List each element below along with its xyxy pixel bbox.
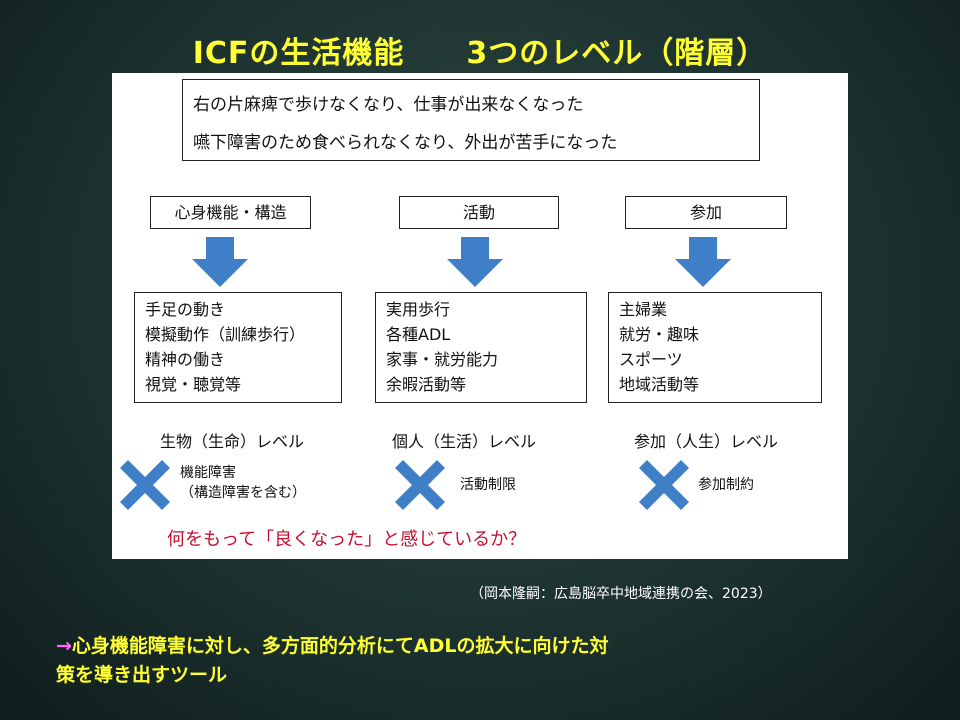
cross-mark-icon — [639, 460, 689, 510]
category-activity: 活動 — [399, 196, 559, 229]
list-item: 実用歩行 — [386, 300, 451, 319]
list-item: 手足の動き — [145, 300, 226, 319]
list-item: 余暇活動等 — [386, 375, 467, 394]
problem-label-participation-restriction: 参加制約 — [698, 477, 754, 493]
list-item: 地域活動等 — [619, 375, 700, 394]
list-item: 家事・就労能力 — [386, 350, 499, 369]
down-arrow-icon — [447, 237, 503, 287]
list-item: 就労・趣味 — [619, 325, 700, 344]
key-question: 何をもって「良くなった」と感じているか？ — [167, 529, 527, 550]
list-body-functions: 手足の動き 模擬動作（訓練歩行） 精神の働き 視覚・聴覚等 — [134, 292, 342, 403]
list-item: 主婦業 — [619, 300, 668, 319]
arrow-right-icon: → — [56, 635, 72, 657]
down-arrow-icon — [192, 237, 248, 287]
list-item: 模擬動作（訓練歩行） — [145, 325, 306, 344]
list-participation: 主婦業 就労・趣味 スポーツ 地域活動等 — [608, 292, 822, 403]
conclusion-line-1: 心身機能障害に対し、多方面的分析にてADLの拡大に向けた対 — [71, 635, 609, 657]
case-summary-line-2: 嚥下障害のため食べられなくなり、外出が苦手になった — [193, 133, 618, 153]
list-item: 各種ADL — [386, 325, 451, 344]
source-citation: （岡本隆嗣：広島脳卒中地域連携の会、2023） — [470, 586, 772, 602]
icf-diagram-panel: 右の片麻痺で歩けなくなり、仕事が出来なくなった 嚥下障害のため食べられなくなり、… — [112, 73, 848, 559]
case-summary-line-1: 右の片麻痺で歩けなくなり、仕事が出来なくなった — [193, 95, 584, 115]
level-label-participation: 参加（人生）レベル — [634, 432, 779, 451]
list-item: 精神の働き — [145, 350, 226, 369]
level-label-individual: 個人（生活）レベル — [392, 432, 537, 451]
problem-label-impairment: 機能障害 （構造障害を含む） — [180, 465, 306, 501]
category-body-functions: 心身機能・構造 — [150, 196, 311, 229]
category-participation: 参加 — [625, 196, 787, 229]
list-item: 視覚・聴覚等 — [145, 375, 242, 394]
cross-mark-icon — [120, 460, 170, 510]
level-label-biological: 生物（生命）レベル — [160, 432, 305, 451]
conclusion-line-2: 策を導き出すツール — [56, 664, 228, 686]
list-activity: 実用歩行 各種ADL 家事・就労能力 余暇活動等 — [375, 292, 587, 403]
problem-label-activity-limitation: 活動制限 — [460, 477, 516, 493]
slide-title: ICFの生活機能 3つのレベル（階層） — [192, 36, 768, 71]
conclusion-text: →心身機能障害に対し、多方面的分析にてADLの拡大に向けた対 策を導き出すツール — [56, 632, 609, 690]
cross-mark-icon — [395, 460, 445, 510]
down-arrow-icon — [675, 237, 731, 287]
list-item: スポーツ — [619, 350, 683, 369]
case-summary-box: 右の片麻痺で歩けなくなり、仕事が出来なくなった 嚥下障害のため食べられなくなり、… — [182, 79, 760, 161]
